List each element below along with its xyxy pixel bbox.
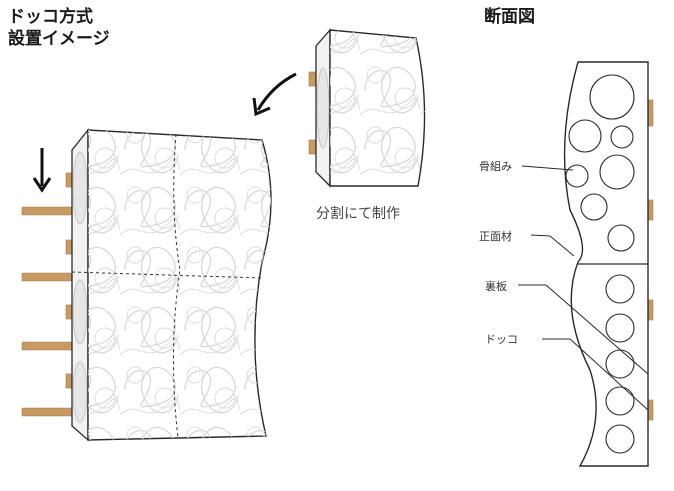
curved-arrow-icon — [252, 72, 297, 117]
split-caption: 分割にて制作 — [316, 206, 400, 222]
install-title-line1: ドッコ方式 — [8, 7, 93, 27]
cross-section — [518, 61, 654, 467]
mounted-block — [21, 128, 272, 442]
label-dowel: ドッコ — [485, 333, 518, 346]
install-title-line2: 設置イメージ — [8, 29, 110, 49]
label-frame: 骨組み — [479, 160, 512, 173]
install-title: ドッコ方式 設置イメージ — [8, 6, 110, 50]
label-back: 裏板 — [485, 280, 507, 293]
label-front: 正面材 — [479, 230, 512, 243]
cross-section-title: 断面図 — [484, 7, 535, 27]
split-piece — [308, 28, 426, 188]
wall-dowel-sticks — [21, 172, 73, 417]
down-arrow-icon — [32, 148, 52, 193]
